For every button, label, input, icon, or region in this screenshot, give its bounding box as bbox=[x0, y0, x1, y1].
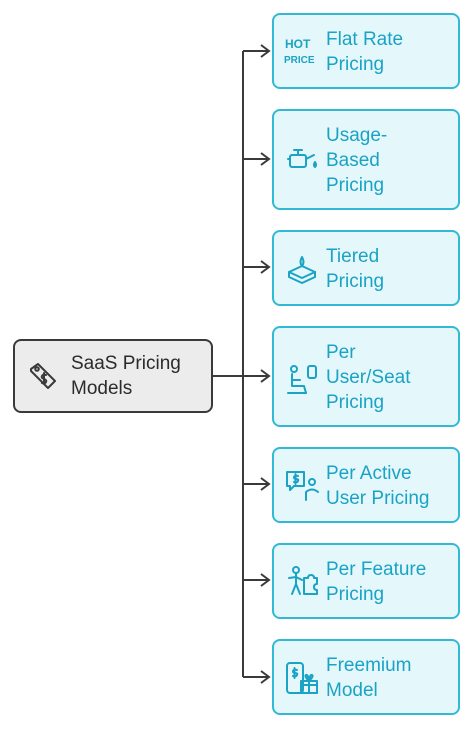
card-per-feature-pricing: Per Feature Pricing bbox=[272, 543, 460, 619]
tiered-cake-icon bbox=[288, 256, 316, 284]
card-tiered-pricing: Tiered Pricing bbox=[272, 230, 460, 306]
card-label-freemium: Freemium Model bbox=[326, 655, 412, 701]
arrow-head-6 bbox=[260, 573, 271, 587]
arrow-head-1 bbox=[260, 44, 271, 58]
hot-price-top-text: HOT bbox=[285, 37, 311, 51]
feature-puzzle-icon bbox=[288, 566, 318, 595]
arrow-head-5 bbox=[260, 477, 271, 491]
card-label-per-feature: Per Feature Pricing bbox=[326, 559, 427, 605]
card-per-active-user-pricing: Per Active User Pricing bbox=[272, 447, 460, 523]
arrow-head-7 bbox=[260, 670, 271, 684]
root-node: SaaS Pricing Models bbox=[13, 339, 213, 413]
card-label-per-active-user: Per Active User Pricing bbox=[326, 463, 430, 509]
active-user-dollar-icon bbox=[286, 471, 319, 501]
seat-user-icon bbox=[287, 365, 317, 394]
card-label-usage-based: Usage- Based Pricing bbox=[326, 125, 388, 196]
hot-price-bottom-text: PRICE bbox=[284, 55, 315, 66]
card-per-user-seat-pricing: Per User/Seat Pricing bbox=[272, 326, 460, 427]
card-label-tiered: Tiered Pricing bbox=[326, 246, 385, 292]
card-label-per-user-seat: Per User/Seat Pricing bbox=[326, 342, 411, 413]
freemium-gift-icon bbox=[286, 662, 318, 694]
arrow-head-3 bbox=[260, 260, 271, 274]
price-tag-icon bbox=[30, 363, 56, 389]
root-label: SaaS Pricing Models bbox=[71, 353, 181, 399]
card-label-flat-rate: Flat Rate Pricing bbox=[326, 29, 404, 75]
arrow-head-2 bbox=[260, 152, 271, 166]
card-usage-based-pricing: Usage- Based Pricing bbox=[272, 109, 460, 210]
card-flat-rate-pricing: HOT PRICE Flat Rate Pricing bbox=[272, 13, 460, 89]
oil-can-icon bbox=[287, 149, 317, 168]
hot-price-icon: HOT PRICE bbox=[284, 37, 315, 66]
arrow-head-4 bbox=[260, 369, 271, 383]
card-freemium-model: Freemium Model bbox=[272, 639, 460, 715]
